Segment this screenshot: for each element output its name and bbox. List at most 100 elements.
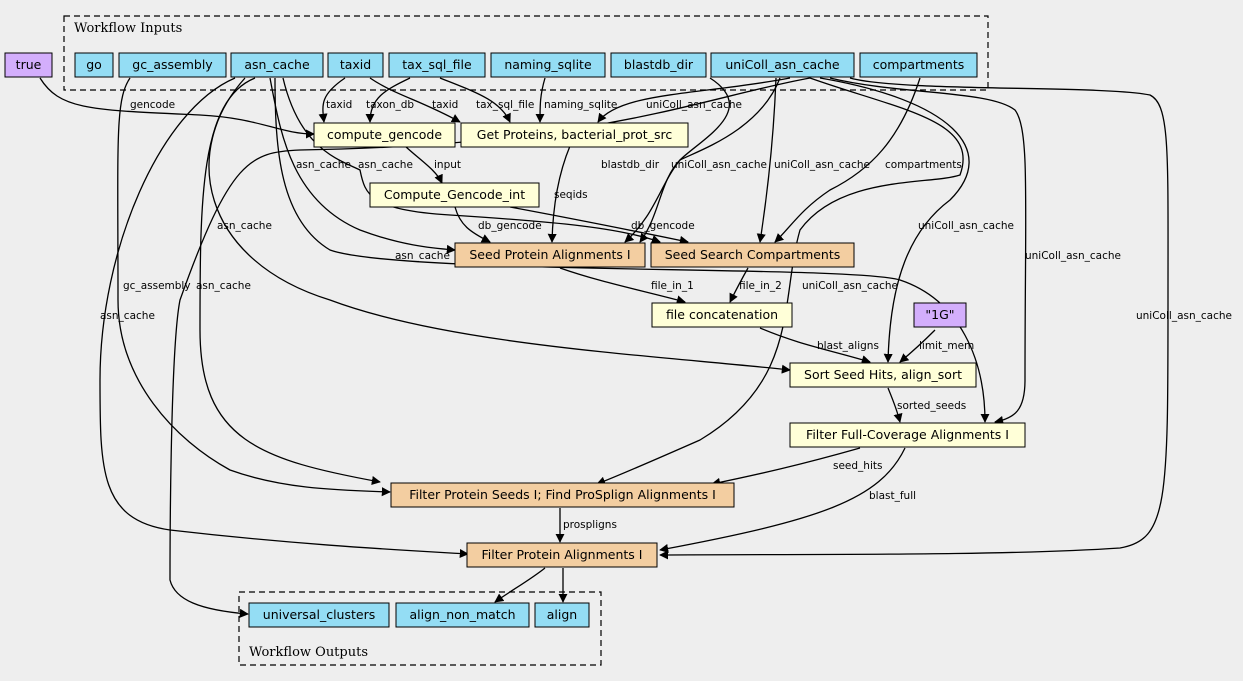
node-align-non-match[interactable]: align_non_match [395, 602, 530, 628]
edge-label-db-gencode-b: db_gencode [631, 220, 695, 232]
edge-filter-full-filter-align [659, 447, 906, 553]
node-unicoll-asn-cache-label: uniColl_asn_cache [725, 57, 840, 72]
node-naming-sqlite[interactable]: naming_sqlite [490, 52, 606, 78]
edge-asn-filter-align [99, 77, 469, 559]
workflow-inputs-title: Workflow Inputs [74, 21, 182, 36]
node-taxid[interactable]: taxid [327, 52, 384, 78]
edge-label-asn-cache-f: asn_cache [100, 310, 155, 322]
node-filter-protein-alignments[interactable]: Filter Protein Alignments I [466, 542, 658, 568]
node-filter-full-coverage-label: Filter Full-Coverage Alignments I [806, 427, 1009, 442]
workflow-outputs-title: Workflow Outputs [249, 645, 368, 660]
node-filter-protein-seeds-label: Filter Protein Seeds I; Find ProSplign A… [409, 487, 716, 502]
workflow-inputs-cluster: Workflow Inputs [63, 15, 989, 91]
edge-label-file-in-1: file_in_1 [651, 280, 694, 292]
node-compute-gencode[interactable]: compute_gencode [313, 122, 456, 148]
edge-label-seed-hits: seed_hits [833, 460, 882, 472]
node-mem-1g[interactable]: "1G" [913, 302, 967, 328]
edge-label-blast-aligns: blast_aligns [817, 340, 879, 352]
node-seed-search-compartments-label: Seed Search Compartments [665, 247, 841, 262]
edge-label-input: input [434, 159, 461, 171]
edge-label-unicoll-5: uniColl_asn_cache [1025, 250, 1121, 262]
edge-taxid-get-proteins [369, 77, 461, 123]
node-compute-gencode-label: compute_gencode [327, 127, 442, 142]
edge-taxid-compute-gencode [318, 77, 346, 123]
node-mem-1g-label: "1G" [925, 307, 954, 322]
node-file-concatenation[interactable]: file concatenation [651, 302, 793, 328]
node-sort-seed-hits-label: Sort Seed Hits, align_sort [804, 367, 962, 382]
node-align[interactable]: align [534, 602, 590, 628]
node-taxid-label: taxid [340, 57, 371, 72]
edge-sort-filter-full [887, 387, 903, 423]
node-compartments-label: compartments [873, 57, 965, 72]
node-asn-cache[interactable]: asn_cache [230, 52, 324, 78]
node-asn-cache-label: asn_cache [244, 57, 310, 72]
edge-1g-sort [899, 329, 936, 363]
edge-label-blastdb-dir: blastdb_dir [601, 159, 660, 171]
edge-gc-assembly-seeds [117, 77, 391, 497]
edge-label-blast-full: blast_full [869, 490, 916, 502]
edge-label-db-gencode-a: db_gencode [478, 220, 542, 232]
node-gc-assembly[interactable]: gc_assembly [118, 52, 227, 78]
node-go[interactable]: go [74, 52, 114, 78]
edge-label-prospligns: prospligns [563, 519, 617, 531]
edge-compartments-seed-search [774, 77, 921, 243]
edge-label-taxon-db: taxon_db [366, 99, 414, 111]
edge-true-compute-gencode [39, 77, 315, 139]
edge-unicoll-universal-clusters [169, 77, 811, 618]
edge-db-gencode-b [509, 206, 689, 245]
edge-filter-full-seeds [711, 447, 861, 487]
node-true[interactable]: true [4, 52, 53, 78]
edge-unicoll-seed [639, 77, 781, 243]
node-align-label: align [547, 607, 577, 622]
edge-asn-seed-a [269, 77, 456, 254]
edge-asn-sort [208, 77, 791, 374]
workflow-outputs-cluster: Workflow Outputs [238, 591, 602, 666]
node-compartments[interactable]: compartments [859, 52, 978, 78]
edge-label-seqids: seqids [554, 189, 588, 201]
node-compute-gencode-int-label: Compute_Gencode_int [384, 187, 525, 202]
node-file-concatenation-label: file concatenation [666, 307, 778, 322]
edge-label-gencode: gencode [130, 99, 175, 111]
edge-label-asn-cache-e: asn_cache [196, 280, 251, 292]
node-naming-sqlite-label: naming_sqlite [504, 57, 592, 72]
edge-label-asn-cache-c: asn_cache [217, 220, 272, 232]
edge-unicoll-filter-full [829, 77, 1027, 425]
node-seed-search-compartments[interactable]: Seed Search Compartments [650, 242, 855, 268]
edge-label-limit-mem: limit_mem [919, 340, 974, 352]
node-get-proteins[interactable]: Get Proteins, bacterial_prot_src [460, 122, 689, 148]
edge-labels: gencode taxid taxon_db taxid tax_sql_fil… [100, 99, 1232, 531]
node-seed-protein-alignments-label: Seed Protein Alignments I [469, 247, 630, 262]
edge-label-asn-cache-b: asn_cache [358, 159, 413, 171]
edge-label-unicoll-3: uniColl_asn_cache [774, 159, 870, 171]
edge-tax-sql-compute-gencode [365, 77, 411, 123]
node-filter-full-coverage[interactable]: Filter Full-Coverage Alignments I [789, 422, 1026, 448]
edge-label-asn-cache-d: asn_cache [395, 250, 450, 262]
node-filter-protein-alignments-label: Filter Protein Alignments I [482, 547, 643, 562]
edge-filter-align-non-match [494, 567, 546, 603]
edge-compute-gencode-int [404, 145, 443, 184]
edge-naming-get-proteins [535, 77, 546, 123]
node-filter-protein-seeds[interactable]: Filter Protein Seeds I; Find ProSplign A… [390, 482, 735, 508]
edge-unicoll-get-proteins [597, 77, 791, 123]
node-tax-sql-file[interactable]: tax_sql_file [388, 52, 486, 78]
node-true-label: true [16, 57, 42, 72]
node-universal-clusters[interactable]: universal_clusters [248, 602, 390, 628]
edge-label-unicoll-7: uniColl_asn_cache [1136, 310, 1232, 322]
node-gc-assembly-label: gc_assembly [132, 57, 213, 72]
node-compute-gencode-int[interactable]: Compute_Gencode_int [369, 182, 540, 208]
edge-label-asn-cache-a: asn_cache [296, 159, 351, 171]
edge-label-sorted-seeds: sorted_seeds [897, 400, 966, 412]
node-universal-clusters-label: universal_clusters [263, 607, 375, 622]
edge-seed-concat [559, 267, 686, 305]
node-seed-protein-alignments[interactable]: Seed Protein Alignments I [454, 242, 646, 268]
node-unicoll-asn-cache[interactable]: uniColl_asn_cache [710, 52, 855, 78]
node-blastdb-dir[interactable]: blastdb_dir [610, 52, 707, 78]
node-align-non-match-label: align_non_match [410, 607, 516, 622]
edge-label-unicoll-1: uniColl_asn_cache [646, 99, 742, 111]
node-sort-seed-hits[interactable]: Sort Seed Hits, align_sort [789, 362, 977, 388]
edge-label-unicoll-4: uniColl_asn_cache [918, 220, 1014, 232]
edge-unicoll-filter-align [659, 77, 1169, 560]
edge-label-taxid-b: taxid [432, 99, 458, 111]
edge-label-tax-sql-file: tax_sql_file [476, 99, 534, 111]
